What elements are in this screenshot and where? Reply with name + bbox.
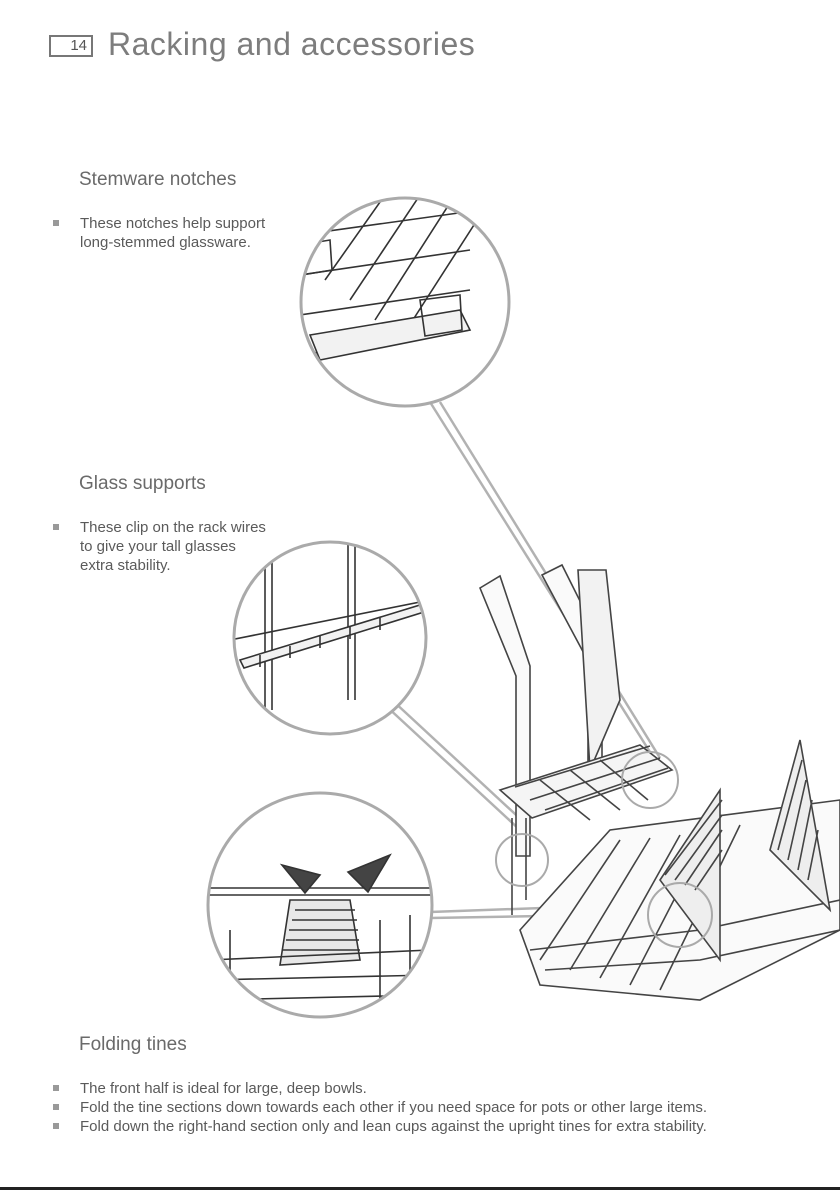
list-item: Fold down the right-hand section only an… <box>53 1117 813 1136</box>
list-item: These clip on the rack wires to give you… <box>53 518 273 575</box>
main-rack <box>478 563 840 1001</box>
section-heading-stemware-notches: Stemware notches <box>79 169 237 190</box>
list-item: These notches help support long-stemmed … <box>53 214 298 252</box>
bullet-list-folding-tines: The front half is ideal for large, deep … <box>53 1079 813 1136</box>
bullet-square-icon <box>53 1104 59 1110</box>
list-item: Fold the tine sections down towards each… <box>53 1098 813 1117</box>
section-heading-folding-tines: Folding tines <box>79 1034 187 1055</box>
folding-tines-zoom <box>206 791 434 1019</box>
page-title: Racking and accessories <box>108 26 476 62</box>
bullet-list-glass-supports: These clip on the rack wires to give you… <box>53 518 273 575</box>
page-number: 14 <box>49 35 93 57</box>
bullet-square-icon <box>53 1085 59 1091</box>
bullet-square-icon <box>53 524 59 530</box>
glass-supports-zoom <box>232 540 428 736</box>
bullet-square-icon <box>53 220 59 226</box>
stemware-notches-zoom <box>299 196 511 408</box>
bullet-square-icon <box>53 1123 59 1129</box>
section-heading-glass-supports: Glass supports <box>79 473 206 494</box>
bullet-list-stemware-notches: These notches help support long-stemmed … <box>53 214 298 252</box>
bottom-rule <box>0 1187 840 1190</box>
dish-rack-illustration <box>206 196 840 1019</box>
list-item: The front half is ideal for large, deep … <box>53 1079 813 1098</box>
